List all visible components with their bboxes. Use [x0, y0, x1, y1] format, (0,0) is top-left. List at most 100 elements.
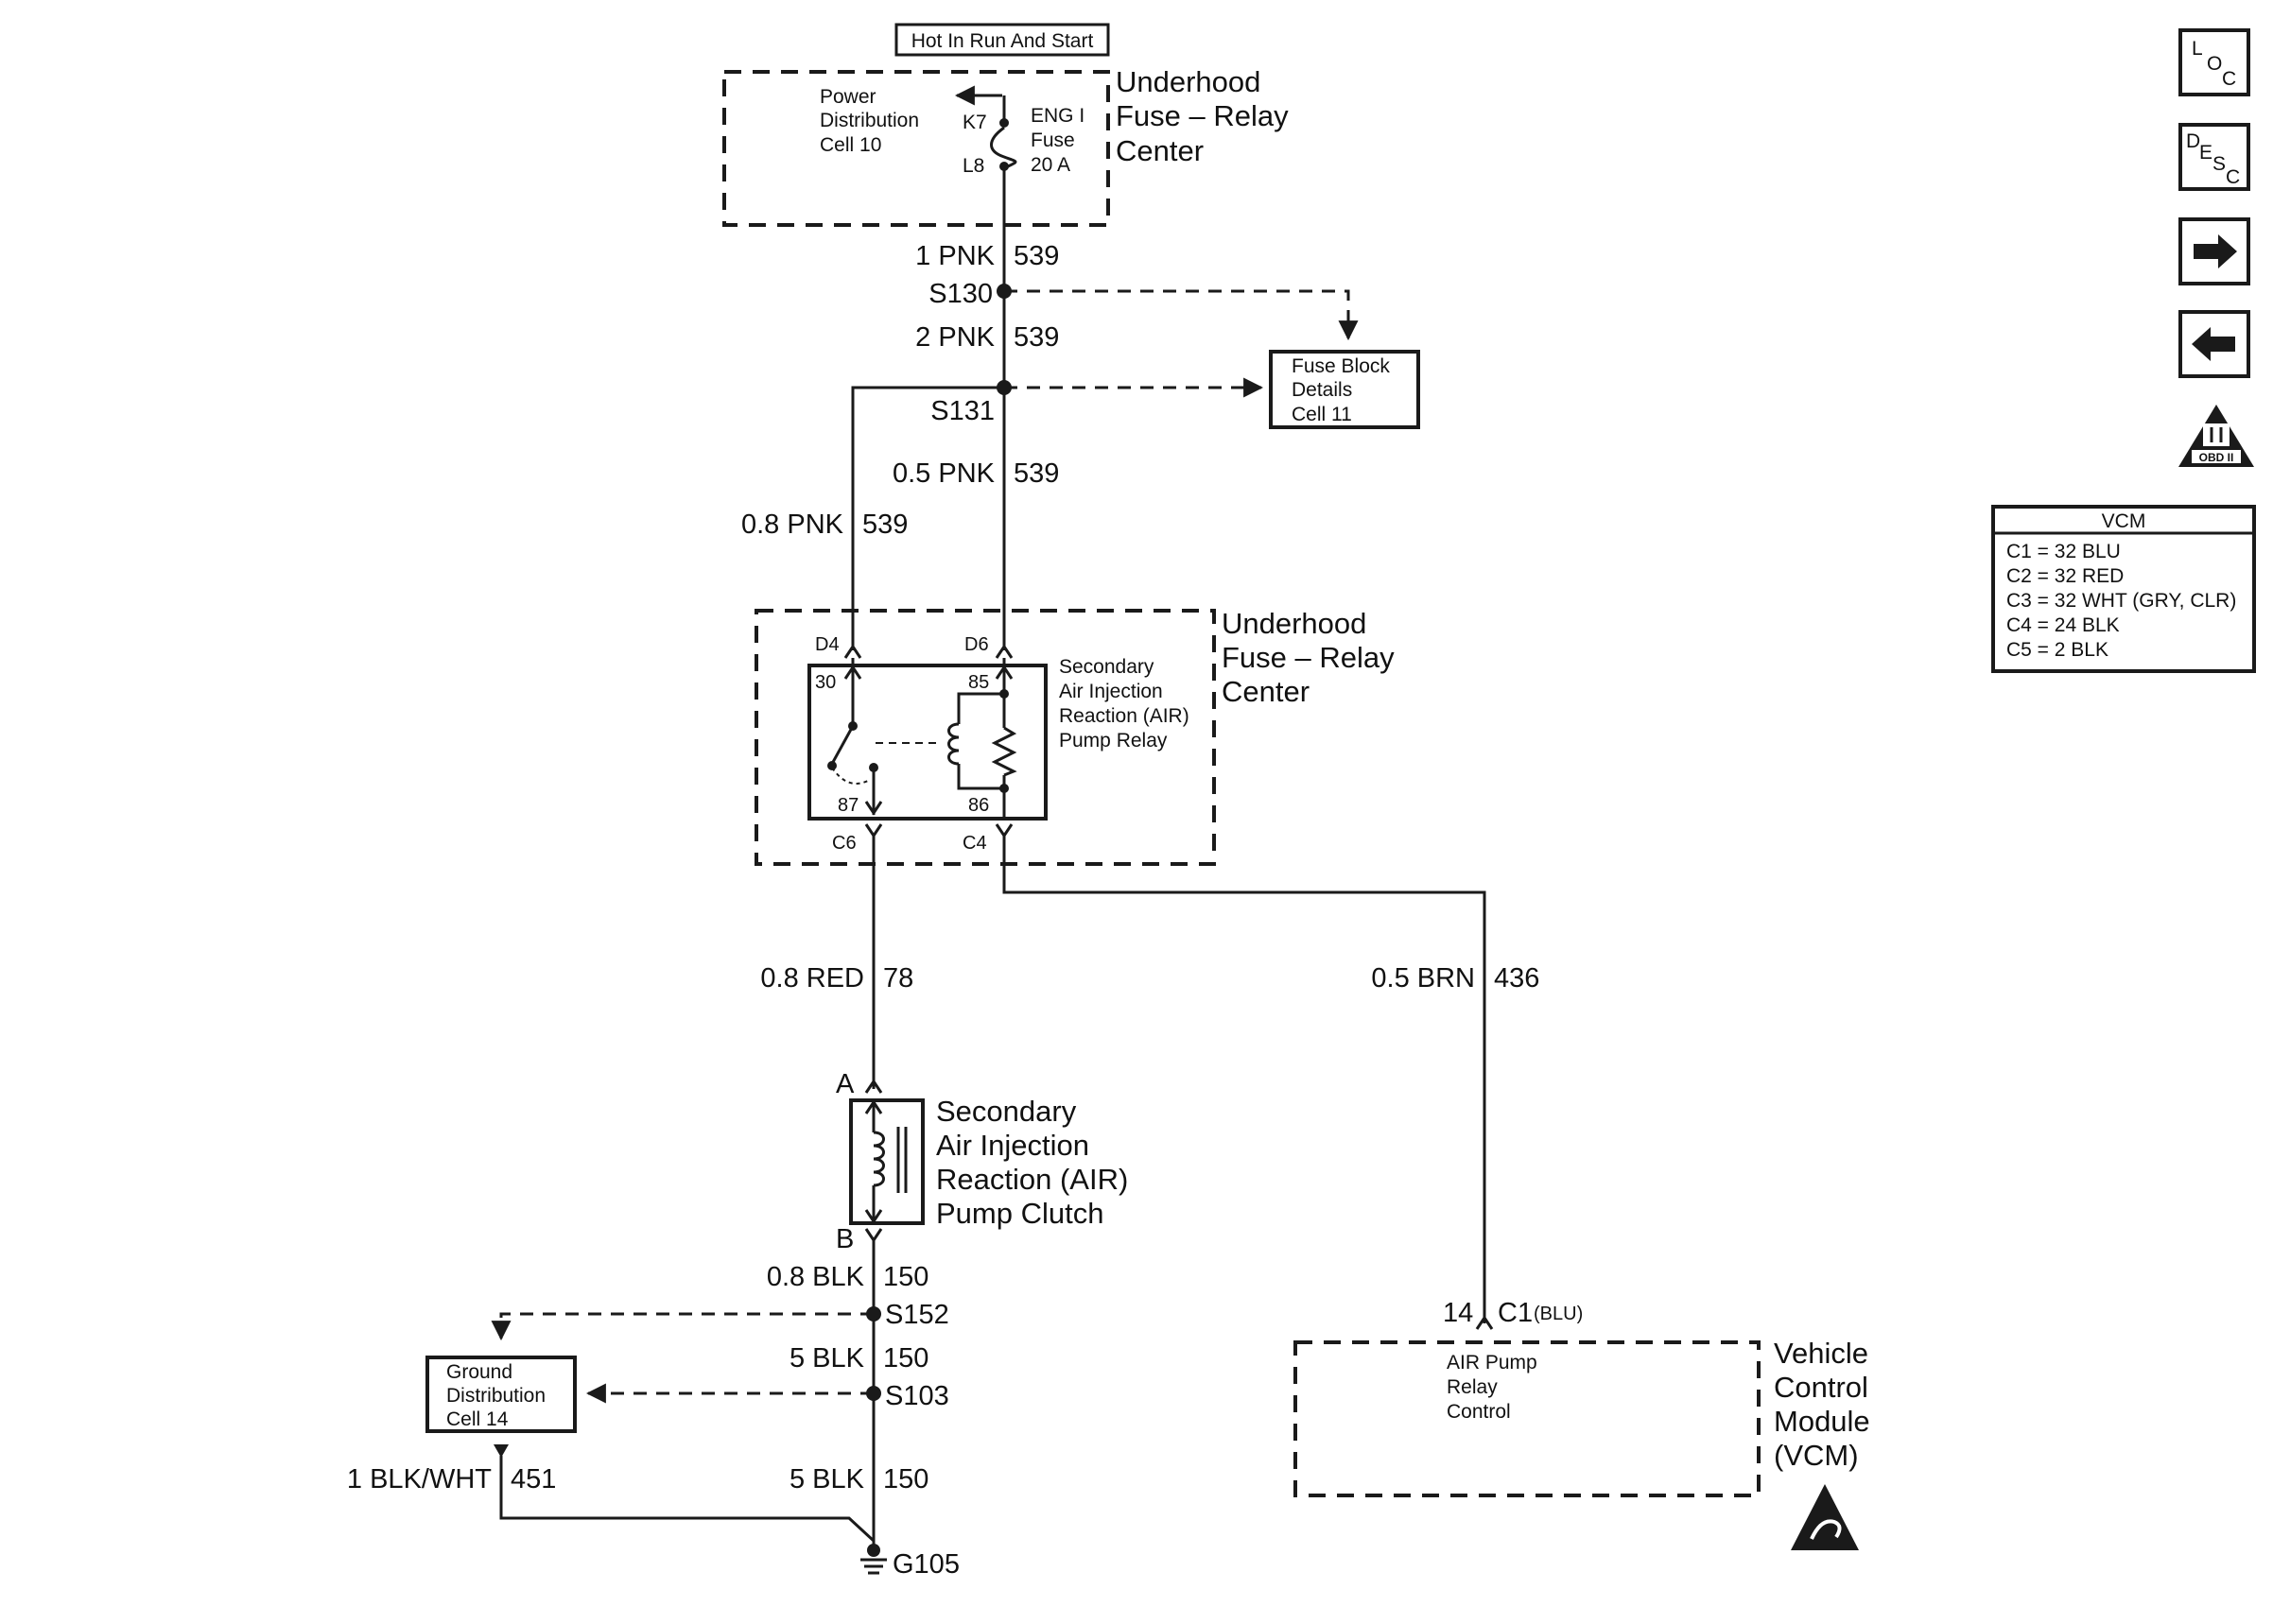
next-arrow-icon[interactable]: [2178, 217, 2250, 285]
svg-text:Power: Power: [820, 86, 876, 108]
svg-text:Control: Control: [1447, 1401, 1511, 1423]
fuse-block-details-box[interactable]: Fuse Block Details Cell 11: [1269, 350, 1420, 429]
svg-text:20 A: 20 A: [1031, 154, 1070, 176]
back-arrow-icon[interactable]: [2178, 310, 2250, 378]
underhood-top-box: [722, 70, 1110, 227]
c6-label: C6: [832, 833, 857, 854]
svg-text:539: 539: [1014, 241, 1059, 271]
obd-ii-icon[interactable]: OBD II: [2178, 405, 2254, 467]
svg-text:Underhood: Underhood: [1116, 65, 1260, 98]
description-icon[interactable]: D E S C: [2178, 123, 2250, 191]
ground-distribution-box[interactable]: Ground Distribution Cell 14: [425, 1356, 577, 1433]
clutch-label: Secondary Air Injection Reaction (AIR) P…: [936, 1095, 1128, 1230]
svg-text:Secondary: Secondary: [936, 1095, 1077, 1128]
svg-text:Fuse – Relay: Fuse – Relay: [1116, 99, 1289, 132]
power-distribution-label: Power Distribution Cell 10: [820, 86, 919, 156]
svg-text:1 PNK: 1 PNK: [915, 241, 995, 271]
pin-a-label: A: [836, 1069, 855, 1099]
svg-text:Reaction (AIR): Reaction (AIR): [936, 1163, 1128, 1196]
wire-539-branch: [851, 386, 1004, 650]
wire-label-1pnk: 1 PNK 539: [915, 241, 1059, 271]
eng-i-fuse: K7 L8 ENG I Fuse 20 A: [963, 105, 1084, 177]
svg-text:539: 539: [1014, 322, 1059, 353]
splice-s130-label: S130: [928, 279, 993, 309]
svg-text:14: 14: [1443, 1298, 1473, 1328]
svg-text:C2 = 32 RED: C2 = 32 RED: [2006, 565, 2124, 587]
svg-text:86: 86: [968, 795, 989, 816]
svg-text:L: L: [2192, 38, 2203, 60]
connector-c6: [864, 823, 883, 838]
wire-label-08pnk: 0.8 PNK 539: [741, 510, 908, 540]
d6-label: D6: [964, 634, 989, 655]
air-pump-relay: 30 85 87 86: [807, 658, 1048, 821]
wire-label-05pnk: 0.5 PNK 539: [893, 458, 1059, 489]
svg-text:150: 150: [883, 1464, 928, 1494]
svg-text:OBD II: OBD II: [2199, 451, 2234, 464]
svg-text:Distribution: Distribution: [446, 1385, 546, 1407]
wire-label-05brn: 0.5 BRN 436: [1371, 963, 1539, 993]
svg-text:C: C: [2226, 166, 2240, 188]
svg-text:G105: G105: [893, 1549, 960, 1580]
svg-text:ENG I: ENG I: [1031, 105, 1084, 127]
svg-text:C1: C1: [1498, 1298, 1533, 1328]
svg-text:Pump Relay: Pump Relay: [1059, 730, 1168, 752]
svg-text:5 BLK: 5 BLK: [789, 1464, 865, 1494]
svg-text:2 PNK: 2 PNK: [915, 322, 995, 353]
svg-text:VCM: VCM: [2102, 510, 2146, 532]
underhood-mid-label: Underhood Fuse – Relay Center: [1222, 607, 1395, 708]
svg-text:(BLU): (BLU): [1534, 1304, 1583, 1324]
splice-s131-label: S131: [930, 396, 995, 426]
location-icon[interactable]: L O C: [2178, 28, 2250, 96]
connector-a: [864, 1079, 883, 1094]
splice-s152-label: S152: [885, 1300, 949, 1330]
svg-text:S: S: [2212, 153, 2226, 175]
svg-text:0.5 BRN: 0.5 BRN: [1371, 963, 1475, 993]
svg-text:Reaction (AIR): Reaction (AIR): [1059, 705, 1189, 727]
svg-text:Center: Center: [1116, 134, 1204, 167]
svg-text:78: 78: [883, 963, 913, 993]
svg-text:0.5 PNK: 0.5 PNK: [893, 458, 996, 489]
air-pump-clutch: [849, 1098, 925, 1225]
svg-text:Cell 14: Cell 14: [446, 1408, 509, 1430]
svg-text:L8: L8: [963, 155, 984, 177]
relay-label: Secondary Air Injection Reaction (AIR) P…: [1059, 656, 1189, 752]
ground-g105: G105: [860, 1544, 960, 1580]
wire-451: [499, 1456, 876, 1543]
svg-text:5 BLK: 5 BLK: [789, 1343, 865, 1373]
svg-text:150: 150: [883, 1343, 928, 1373]
esd-warning-icon: [1791, 1484, 1859, 1550]
svg-text:0.8 PNK: 0.8 PNK: [741, 510, 844, 540]
wire-436: [1002, 836, 1486, 1323]
svg-text:(VCM): (VCM): [1774, 1439, 1859, 1472]
connector-c4: [995, 823, 1014, 838]
svg-text:Cell 11: Cell 11: [1292, 404, 1352, 425]
svg-text:Vehicle: Vehicle: [1774, 1337, 1868, 1370]
splice-s103-label: S103: [885, 1381, 949, 1411]
svg-text:AIR Pump: AIR Pump: [1447, 1352, 1537, 1373]
svg-text:85: 85: [968, 672, 989, 693]
svg-text:Pump Clutch: Pump Clutch: [936, 1197, 1103, 1230]
wire-label-08blk: 0.8 BLK 150: [767, 1262, 929, 1292]
svg-text:30: 30: [815, 672, 836, 693]
s152-dashed-link: [491, 1312, 874, 1341]
svg-text:K7: K7: [963, 112, 987, 133]
svg-text:C1 = 32 BLU: C1 = 32 BLU: [2006, 541, 2121, 562]
vcm-box: [1293, 1340, 1761, 1497]
svg-text:539: 539: [862, 510, 908, 540]
s130-dashed-link: [1004, 289, 1359, 341]
svg-text:1 BLK/WHT: 1 BLK/WHT: [347, 1464, 492, 1494]
svg-text:Cell 10: Cell 10: [820, 134, 881, 156]
svg-text:Air Injection: Air Injection: [936, 1129, 1089, 1162]
underhood-top-label: Underhood Fuse – Relay Center: [1116, 65, 1289, 167]
hot-in-run-label: Hot In Run And Start: [894, 23, 1110, 57]
svg-text:150: 150: [883, 1262, 928, 1292]
vcm-label: Vehicle Control Module (VCM): [1774, 1337, 1870, 1472]
svg-text:87: 87: [838, 795, 859, 816]
svg-text:Control: Control: [1774, 1371, 1868, 1404]
connector-b: [864, 1228, 883, 1243]
svg-text:Relay: Relay: [1447, 1376, 1498, 1398]
svg-text:C: C: [2222, 68, 2236, 90]
svg-text:Fuse Block: Fuse Block: [1292, 355, 1390, 377]
vcm-connector-table: VCM C1 = 32 BLU C2 = 32 RED C3 = 32 WHT …: [1991, 505, 2256, 673]
vcm-connector-label: 14 C1 (BLU): [1443, 1298, 1583, 1328]
